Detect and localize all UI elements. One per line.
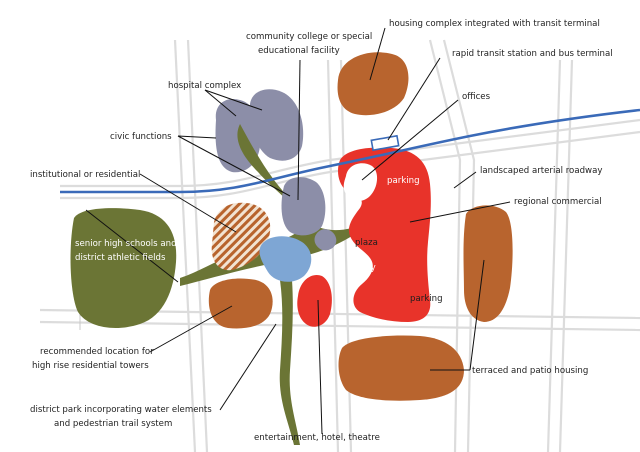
label-community-college-1: community college or special — [246, 32, 372, 42]
label-parking-bottom: parking — [410, 294, 443, 304]
transit-station — [370, 134, 400, 152]
civic-block-center — [281, 177, 326, 236]
label-institutional-residential: institutional or residential — [30, 170, 140, 180]
transit-line — [60, 108, 640, 194]
park-corridor — [180, 124, 352, 286]
water-element — [259, 236, 312, 282]
entertainment-block — [297, 274, 332, 327]
label-parking-top: parking — [387, 176, 420, 186]
label-hospital-complex: hospital complex — [168, 81, 241, 91]
institutional-residential-block — [211, 202, 271, 271]
label-terraced-housing: terraced and patio housing — [472, 366, 588, 376]
label-plaza: plaza — [355, 238, 378, 248]
park-trail — [279, 280, 300, 445]
label-landscaped-arterial: landscaped arterial roadway — [480, 166, 602, 176]
label-civic-functions: civic functions — [110, 132, 172, 142]
label-district-park-2: and pedestrian trail system — [54, 419, 172, 429]
athletic-fields-block — [70, 208, 177, 328]
label-housing-complex-transit: housing complex integrated with transit … — [389, 19, 600, 29]
landscaped-housing-block — [463, 205, 513, 322]
terraced-housing-block — [338, 335, 464, 401]
leader-lines — [85, 27, 511, 435]
label-senior-high-1: senior high schools and — [75, 239, 177, 249]
label-district-park-1: district park incorporating water elemen… — [30, 405, 212, 415]
label-library: library — [348, 263, 376, 273]
labels: community college or special educational… — [30, 19, 613, 443]
label-high-rise-1: recommended location for — [40, 347, 154, 357]
label-community-college-2: educational facility — [258, 46, 340, 56]
housing-complex-block — [337, 52, 409, 116]
label-offices: offices — [462, 92, 491, 102]
high-rise-residential-block — [208, 278, 273, 329]
label-entertainment: entertainment, hotel, theatre — [254, 433, 380, 443]
label-senior-high-2: district athletic fields — [75, 253, 166, 263]
label-high-rise-2: high rise residential towers — [32, 361, 149, 371]
hospital-block-right — [249, 89, 304, 161]
civic-block-small — [314, 229, 337, 251]
parking-void — [343, 163, 378, 202]
label-rapid-transit: rapid transit station and bus terminal — [452, 49, 613, 59]
label-regional-commercial: regional commercial — [514, 197, 602, 207]
